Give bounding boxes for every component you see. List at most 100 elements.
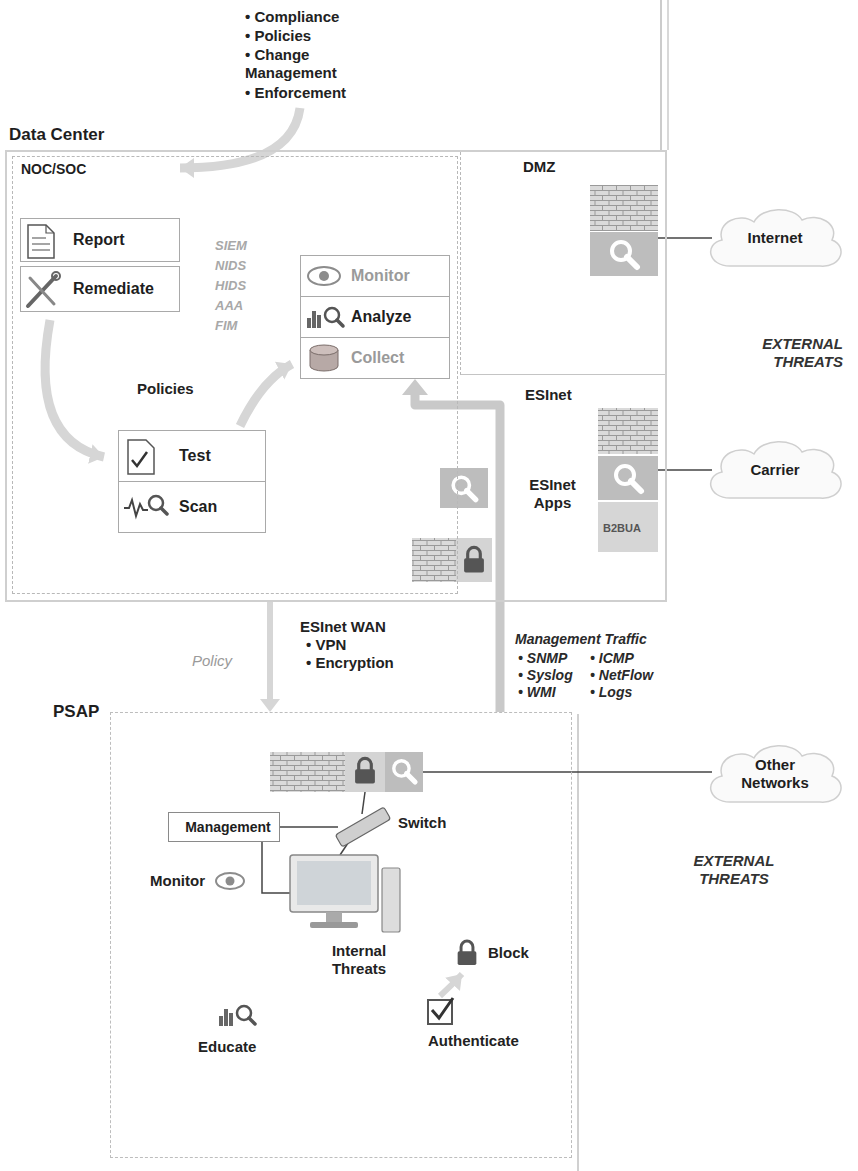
eye-icon-part bbox=[226, 877, 235, 886]
test-icon-part bbox=[128, 440, 154, 474]
psap-firewall-part bbox=[394, 761, 415, 782]
tool-name: HIDS bbox=[215, 276, 246, 296]
scan-icon-part bbox=[161, 508, 167, 514]
educate-icon-part bbox=[249, 1018, 255, 1024]
arrowhead bbox=[260, 699, 280, 712]
bullet-item: • Change Management bbox=[245, 46, 355, 82]
analyze-icon-part bbox=[337, 320, 343, 326]
process-box: Scan bbox=[118, 481, 266, 533]
computer-icon-part bbox=[310, 922, 358, 928]
flow-arrows-part bbox=[440, 974, 462, 996]
border-lines bbox=[578, 0, 668, 1171]
lock-icon bbox=[458, 941, 477, 965]
esinet-apps-icons-part bbox=[456, 538, 492, 582]
computer-icon-part bbox=[297, 861, 371, 905]
computer-icon-part bbox=[326, 912, 342, 922]
esinet-apps-icons bbox=[412, 468, 492, 582]
esinet-apps-icons-part bbox=[464, 547, 484, 572]
lock-icon-part bbox=[458, 941, 477, 965]
node-label: Management bbox=[185, 819, 271, 835]
tools-icon-part bbox=[52, 272, 60, 280]
psap-firewall-part bbox=[270, 752, 345, 792]
flow-label: Policy bbox=[192, 652, 232, 670]
carrier-firewall-part bbox=[598, 456, 658, 500]
network-cloud: Internet bbox=[700, 200, 850, 276]
connector-line bbox=[267, 602, 273, 699]
flow-arrows bbox=[45, 108, 462, 996]
process-box: Report bbox=[20, 218, 180, 262]
bullet-item: • Policies bbox=[245, 27, 311, 45]
switch-icon-part bbox=[335, 807, 390, 847]
network-cloud: Carrier bbox=[700, 432, 850, 508]
esinet-apps-icons-part bbox=[440, 468, 488, 508]
network-wires-part bbox=[262, 842, 290, 893]
esinet-apps-icons-part bbox=[412, 538, 456, 582]
process-box: Remediate bbox=[20, 266, 180, 312]
computer-icon bbox=[290, 855, 400, 932]
network-label: ESInet WAN bbox=[300, 618, 386, 636]
network-label: ESInet bbox=[525, 386, 572, 404]
border-lines-part bbox=[577, 714, 579, 1171]
eye-icon bbox=[216, 873, 244, 889]
process-box: Monitor bbox=[300, 255, 450, 297]
action-label: Block bbox=[488, 944, 529, 962]
eye-icon-part bbox=[319, 271, 329, 281]
region-heading: NOC/SOC bbox=[21, 161, 86, 177]
test-icon bbox=[128, 440, 154, 474]
psap-firewall-part bbox=[345, 752, 385, 792]
scan-icon bbox=[124, 496, 167, 516]
node-label: Other Networks bbox=[729, 756, 821, 792]
process-box: Analyze bbox=[300, 296, 450, 338]
threat-label: Internal Threats bbox=[318, 942, 400, 978]
border-lines-part bbox=[660, 0, 662, 150]
eye-icon bbox=[308, 267, 340, 285]
report-icon-part bbox=[28, 225, 54, 258]
arrowhead bbox=[402, 379, 428, 395]
protocol-name: • NetFlow bbox=[590, 666, 653, 684]
flow-arrows-part bbox=[45, 320, 104, 457]
educate-icon-part bbox=[229, 1013, 233, 1026]
region-heading: PSAP bbox=[53, 702, 99, 722]
scan-icon-part bbox=[124, 500, 148, 516]
analyze-icon-part bbox=[307, 318, 311, 328]
psap-firewall-part bbox=[385, 752, 423, 792]
threat-label: EXTERNAL THREATS bbox=[735, 335, 843, 371]
psap-region: PSAPManagement bbox=[110, 712, 572, 1158]
network-label: ESInet Apps bbox=[515, 476, 590, 512]
analyze-icon-part bbox=[312, 311, 316, 328]
educate-icon-part bbox=[224, 1009, 228, 1026]
node-label: Test bbox=[179, 447, 211, 465]
internet-firewall-part bbox=[612, 242, 637, 267]
computer-icon-part bbox=[290, 855, 378, 912]
region-heading: Data Center bbox=[9, 125, 104, 145]
tools-icon-part bbox=[30, 278, 54, 304]
tool-name: NIDS bbox=[215, 256, 246, 276]
test-icon-part bbox=[132, 452, 147, 466]
carrier-firewall bbox=[598, 408, 712, 552]
report-icon-part bbox=[46, 225, 54, 233]
database-icon-part bbox=[310, 345, 338, 355]
protocol-name: • WMI bbox=[518, 683, 556, 701]
tools-icon-part bbox=[28, 276, 56, 306]
node-label: Analyze bbox=[351, 308, 411, 326]
checkbox-icon bbox=[428, 998, 453, 1024]
eye-icon-part bbox=[308, 267, 340, 285]
section-label: Policies bbox=[137, 380, 194, 398]
bullet-item: • VPN bbox=[306, 636, 346, 654]
carrier-firewall-part bbox=[598, 408, 658, 454]
internet-firewall-part bbox=[590, 232, 658, 276]
border-lines-part bbox=[667, 0, 669, 150]
data-center-region: Data CenterNOC/SOCReportRemediateMonitor… bbox=[5, 150, 667, 602]
bullet-item: • Enforcement bbox=[245, 84, 346, 102]
action-label: Educate bbox=[198, 1038, 256, 1056]
action-label: Monitor bbox=[150, 872, 205, 890]
flow-arrows-part bbox=[240, 364, 292, 426]
psap-firewall bbox=[270, 752, 712, 792]
esinet-apps-icons-part bbox=[453, 477, 476, 500]
connector-arrow bbox=[402, 379, 500, 712]
device-label: Switch bbox=[398, 814, 446, 832]
carrier-firewall-part bbox=[616, 466, 641, 491]
flow-arrows-part bbox=[180, 108, 300, 168]
eye-icon-part bbox=[216, 873, 244, 889]
